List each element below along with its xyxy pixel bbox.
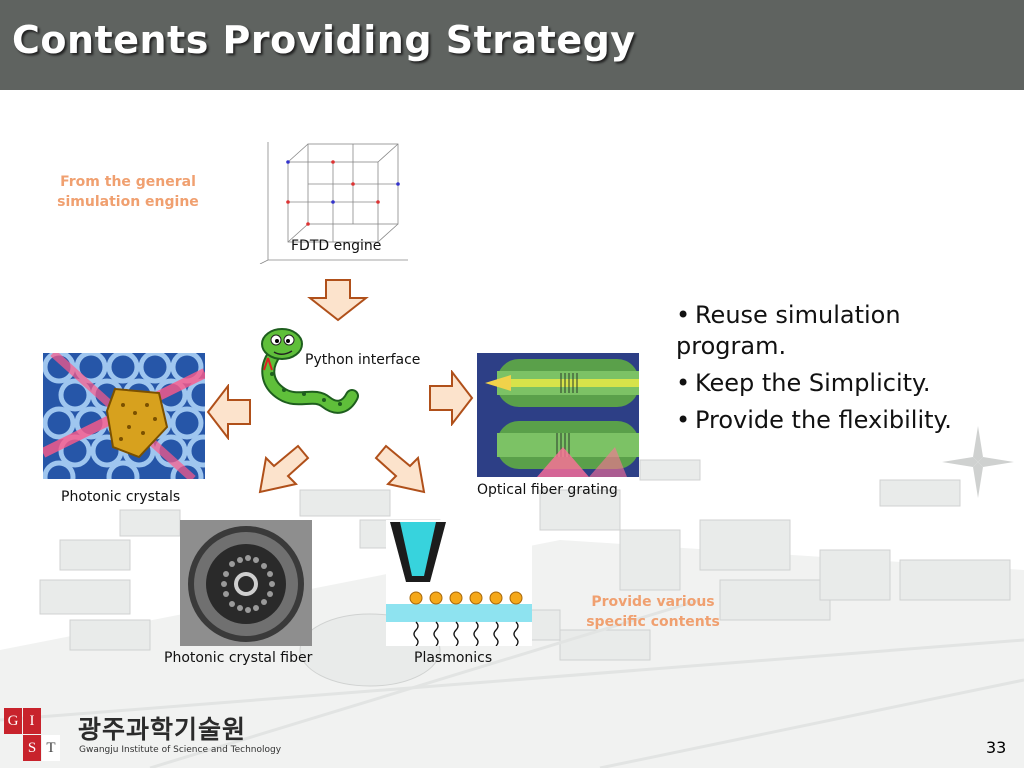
annotation-from-general: From the general simulation engine: [57, 174, 199, 210]
python-interface-label: Python interface: [305, 352, 421, 368]
photonic-crystal-fiber-image: [180, 520, 312, 646]
fdtd-cube-image: [259, 142, 408, 264]
fdtd-engine-label: FDTD engine: [291, 238, 382, 254]
bullet-item: • Provide the flexibility.: [676, 406, 952, 434]
optical-fiber-grating-image: [477, 353, 639, 477]
title-bar: [0, 0, 1024, 90]
bullet-text: Provide the flexibility.: [694, 406, 952, 434]
campus-map-background: [0, 420, 1024, 768]
arrow-down-right-icon: [374, 444, 426, 494]
plasmonics-image: [386, 520, 532, 646]
gist-logo: G I S T: [4, 708, 62, 762]
logo-letter: G: [4, 708, 22, 734]
annotation-provide-various: Provide various specific contents: [586, 594, 720, 630]
arrow-down-icon: [307, 279, 369, 322]
photonic-crystals-image: [43, 353, 205, 479]
photonic-crystal-fiber-label: Photonic crystal fiber: [164, 650, 313, 666]
logo-letter: S: [23, 735, 41, 761]
compass-icon: [942, 426, 1014, 498]
arrow-left-icon: [206, 384, 251, 440]
plasmonics-label: Plasmonics: [414, 650, 493, 666]
logo-english-name: Gwangju Institute of Science and Technol…: [79, 745, 282, 755]
photonic-crystals-label: Photonic crystals: [61, 489, 181, 505]
bullet-text: Reuse simulation program.: [676, 301, 901, 360]
optical-fiber-grating-label: Optical fiber grating: [477, 482, 618, 498]
arrow-right-icon: [429, 370, 474, 426]
python-snake-icon: [261, 328, 359, 414]
logo-korean-name: 광주과학기술원: [78, 715, 247, 744]
bullet-list: • Reuse simulation program. • Keep the S…: [676, 300, 1006, 436]
logo-letter: I: [23, 708, 41, 734]
bullet-item: • Keep the Simplicity.: [676, 369, 931, 397]
arrow-down-left-icon: [258, 444, 310, 494]
bullet-text: Keep the Simplicity.: [694, 369, 931, 397]
bullet-item: • Reuse simulation program.: [676, 301, 901, 360]
slide-title: Contents Providing Strategy: [12, 18, 636, 62]
logo-letter: T: [42, 735, 60, 761]
page-number: 33: [986, 738, 1007, 757]
